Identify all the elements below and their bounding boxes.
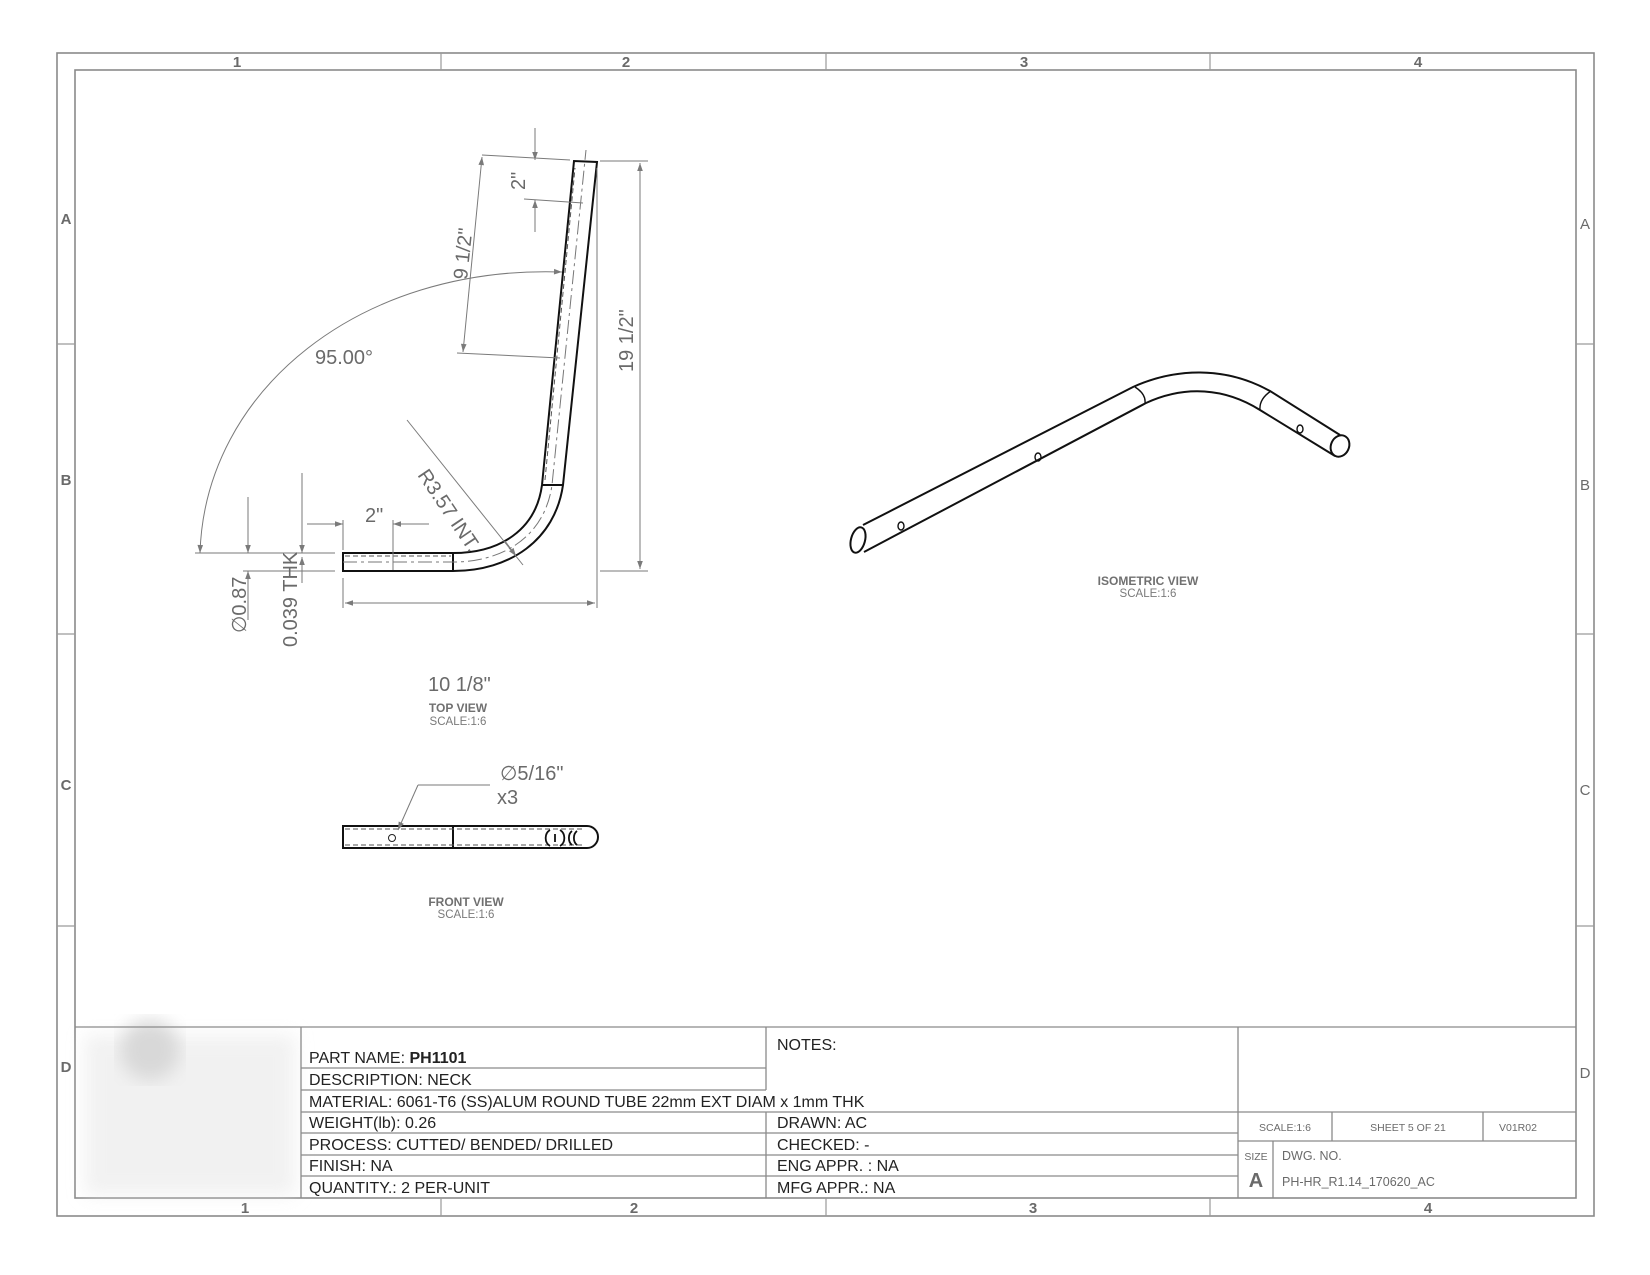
dwg-no-value: PH-HR_R1.14_170620_AC (1282, 1175, 1435, 1189)
zone-col-4-top: 4 (1414, 54, 1423, 71)
iso-view-title: ISOMETRIC VIEW (1098, 574, 1199, 588)
zone-row-a-right: A (1580, 216, 1590, 233)
process-field: PROCESS: CUTTED/ BENDED/ DRILLED (309, 1137, 613, 1154)
dim-angle: 95.00° (315, 347, 373, 369)
zone-col-3-top: 3 (1020, 54, 1028, 71)
checked-field: CHECKED: - (777, 1137, 869, 1154)
zone-col-4-bottom: 4 (1424, 1200, 1433, 1217)
sheet-field: SHEET 5 OF 21 (1370, 1122, 1446, 1134)
hole-callout: ∅5/16" (500, 763, 563, 785)
zone-col-1-top: 1 (233, 54, 241, 71)
zone-row-b-right: B (1580, 477, 1590, 494)
tube-iso (849, 371, 1351, 554)
part-name-field: PART NAME: PH1101 (309, 1050, 467, 1067)
description-field: DESCRIPTION: NECK (309, 1072, 472, 1089)
revision-field: V01R02 (1499, 1122, 1537, 1134)
zone-row-a-left: A (61, 211, 72, 228)
dwg-no-label: DWG. NO. (1282, 1149, 1342, 1163)
top-view-scale: SCALE:1:6 (430, 716, 487, 728)
dim-thickness: 0.039 THK (280, 551, 302, 647)
drawn-field: DRAWN: AC (777, 1115, 867, 1132)
dim-end-offset: 2" (365, 505, 383, 527)
zone-col-3-bottom: 3 (1029, 1200, 1037, 1217)
zone-col-2-bottom: 2 (630, 1200, 638, 1217)
mfg-approval-field: MFG APPR.: NA (777, 1180, 896, 1197)
zone-col-1-bottom: 1 (241, 1200, 249, 1217)
dim-overall-height: 19 1/2" (616, 309, 638, 372)
top-view: 2" 9 1/2" 95.00° 19 1/2" R3.57 INT. ∅0.8… (195, 128, 648, 728)
hole-count: x3 (497, 787, 518, 809)
quantity-field: QUANTITY.: 2 PER-UNIT (309, 1180, 490, 1197)
front-view-title: FRONT VIEW (428, 895, 504, 909)
zone-row-d-left: D (61, 1059, 72, 1076)
zone-col-2-top: 2 (622, 54, 630, 71)
size-label: SIZE (1244, 1151, 1267, 1163)
dim-top-offset: 2" (508, 172, 530, 190)
dim-bend-radius: R3.57 INT. (413, 465, 484, 556)
isometric-view: ISOMETRIC VIEW SCALE:1:6 (849, 371, 1351, 600)
drill-hole (1296, 424, 1304, 434)
dimension-lines (195, 128, 648, 620)
material-field: MATERIAL: 6061-T6 (SS)ALUM ROUND TUBE 22… (309, 1094, 865, 1111)
scale-field: SCALE:1:6 (1259, 1122, 1311, 1134)
tube-outline-front (342, 825, 599, 849)
title-block: PART NAME: PH1101 DESCRIPTION: NECK MATE… (75, 1020, 1576, 1198)
front-view-scale: SCALE:1:6 (438, 909, 495, 921)
zone-row-b-left: B (61, 472, 72, 489)
zone-row-c-left: C (61, 777, 72, 794)
dim-hole-spacing: 9 1/2" (450, 227, 477, 281)
top-view-title: TOP VIEW (429, 701, 488, 715)
zone-row-d-right: D (1580, 1065, 1591, 1082)
iso-view-scale: SCALE:1:6 (1120, 588, 1177, 600)
notes-label: NOTES: (777, 1037, 837, 1054)
zone-row-c-right: C (1580, 782, 1591, 799)
dim-overall-width: 10 1/8" (428, 674, 491, 696)
dim-diameter: ∅0.87 (229, 577, 251, 633)
company-logo-blurred (85, 1020, 295, 1195)
drill-hole (897, 521, 905, 531)
size-value: A (1249, 1170, 1263, 1192)
weight-field: WEIGHT(lb): 0.26 (309, 1115, 436, 1132)
finish-field: FINISH: NA (309, 1158, 393, 1175)
sheet-frame (56, 52, 1595, 1217)
drill-hole (1034, 452, 1042, 462)
front-view: ∅5/16" x3 FRONT VIEW SCALE:1:6 (342, 763, 599, 921)
drill-hole (388, 834, 396, 842)
zone-labels: 1 2 3 4 1 2 3 4 A B C D A B C D (61, 54, 1591, 1217)
eng-approval-field: ENG APPR. : NA (777, 1158, 899, 1175)
